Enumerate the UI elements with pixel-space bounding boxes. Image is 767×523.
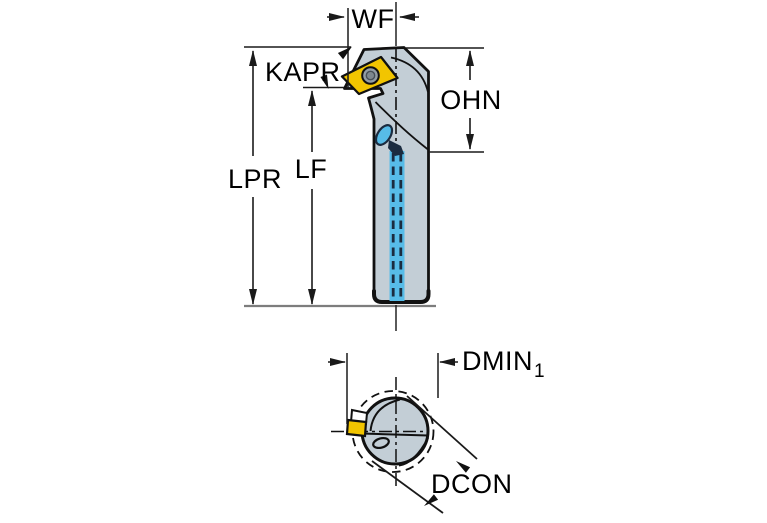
dimension-dmin: DMIN 1 bbox=[328, 346, 545, 424]
end-view-head-contour-upper bbox=[369, 398, 401, 432]
kapr-arrow-lower bbox=[320, 74, 329, 89]
dimension-wf: WF bbox=[327, 4, 419, 88]
ohn-label: OHN bbox=[440, 85, 502, 115]
end-view-seat-line bbox=[361, 432, 429, 437]
dcon-arrow-upper bbox=[456, 461, 471, 473]
end-view-coolant-hole bbox=[372, 436, 390, 450]
dcon-tangent-line-upper bbox=[406, 395, 478, 460]
dimension-lpr: LPR bbox=[228, 50, 282, 305]
kapr-arrow-upper bbox=[337, 46, 352, 60]
coolant-jet bbox=[388, 140, 404, 156]
coolant-channel bbox=[389, 151, 405, 301]
dcon-label: DCON bbox=[431, 469, 513, 499]
kapr-label: KAPR bbox=[265, 57, 341, 87]
dcon-tangent-line-lower bbox=[371, 460, 444, 514]
end-view-head-contour-lower bbox=[398, 437, 429, 467]
dmin-label: DMIN bbox=[462, 346, 533, 376]
end-view-insert bbox=[345, 418, 368, 438]
lf-label: LF bbox=[295, 154, 328, 184]
dmin-label-subscript: 1 bbox=[534, 361, 545, 382]
dimension-dcon: DCON bbox=[371, 395, 513, 514]
coolant-nozzle bbox=[374, 124, 394, 146]
dimension-ohn: OHN bbox=[406, 47, 502, 153]
shank-bottom-edge bbox=[372, 289, 431, 304]
wf-label: WF bbox=[352, 4, 395, 34]
insert-screw-socket bbox=[365, 70, 376, 81]
dimension-lf: LF bbox=[295, 90, 328, 305]
lpr-label: LPR bbox=[228, 164, 282, 194]
head-neck-contour bbox=[374, 101, 429, 151]
dimension-kapr: KAPR bbox=[244, 46, 352, 89]
dcon-arrow-lower bbox=[424, 494, 439, 506]
